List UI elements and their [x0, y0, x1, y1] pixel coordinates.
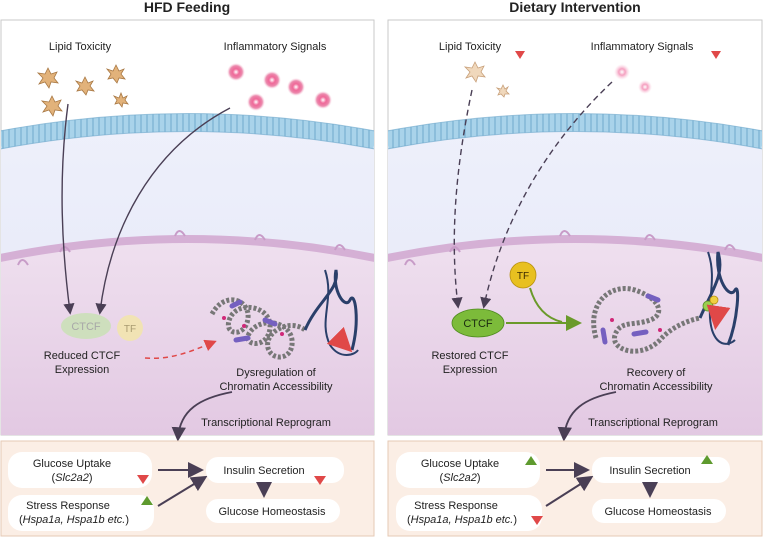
lipid-to-ctcf-arrow	[61, 103, 75, 315]
glucose-uptake-right: Glucose Uptake	[421, 458, 499, 470]
stress-to-insulin-left	[157, 475, 208, 507]
lipid-particle	[495, 84, 510, 98]
ctcf-caption-left-1: Reduced CTCF	[44, 350, 121, 362]
left-inflammatory-signals	[227, 63, 332, 111]
stress-right: Stress Response	[414, 500, 498, 512]
left-lipid-label: Lipid Toxicity	[49, 41, 112, 53]
chromatin-dysregulated	[209, 269, 359, 360]
lipid-to-ctcf-arrow-right	[451, 89, 473, 309]
left-cell-membrane	[1, 113, 374, 149]
reprogram-arrow-right	[557, 391, 617, 442]
inflammatory-signal	[227, 63, 245, 81]
tf-right	[509, 261, 537, 289]
ctcf-label-left: CTCF	[71, 321, 101, 333]
ctcf-restored	[451, 308, 505, 338]
dna-helix	[698, 251, 740, 346]
right-inflammatory-signals	[614, 64, 652, 94]
inflammatory-signal	[247, 93, 265, 111]
stress-pill-right	[396, 495, 542, 531]
tf-label-right: TF	[517, 271, 529, 282]
bound-factor-yellow	[709, 295, 719, 305]
tf-arrow-curve	[529, 287, 563, 323]
right-nucleus	[388, 239, 762, 435]
stress-to-insulin-right	[545, 475, 594, 507]
insulin-right: Insulin Secretion	[609, 465, 690, 477]
stress-pill-left	[8, 495, 154, 531]
slc-left: (Slc2a2)	[52, 472, 93, 484]
slc-right: (Slc2a2)	[440, 472, 481, 484]
lipid-particle	[36, 67, 59, 89]
dna-helix	[303, 269, 358, 351]
ctcf-caption-right-2: Expression	[443, 364, 497, 376]
left-nuclear-envelope	[1, 235, 374, 262]
right-lipid-particles	[463, 61, 510, 98]
reprogram-label-left: Transcriptional Reprogram	[201, 417, 331, 429]
left-nucleus	[1, 239, 374, 435]
lipid-particle	[74, 76, 95, 96]
inflammatory-signal	[263, 71, 281, 89]
chromatin-caption-left-2: Chromatin Accessibility	[219, 381, 333, 393]
lipid-particle	[112, 91, 129, 108]
reprogram-arrow-left	[171, 391, 233, 442]
insulin-pill-left	[206, 457, 344, 483]
ctcf-to-chromatin-arrow-left	[144, 339, 217, 360]
inflam-to-ctcf-arrow	[95, 107, 231, 315]
hspa-right: (Hspa1a, Hspa1b etc.)	[407, 514, 517, 526]
insulin-pill-right	[592, 457, 730, 483]
homeostasis-right: Glucose Homeostasis	[605, 506, 712, 518]
homeostasis-pill-left	[206, 499, 340, 523]
stress-left: Stress Response	[26, 500, 110, 512]
left-outcome-box: Glucose Uptake (Slc2a2) Stress Response …	[0, 440, 375, 537]
right-nuclear-envelope	[388, 235, 762, 262]
ctcf-caption-right-1: Restored CTCF	[431, 350, 508, 362]
right-inflam-label: Inflammatory Signals	[591, 41, 694, 53]
left-title: HFD Feeding	[144, 0, 230, 15]
lipid-particle	[463, 61, 486, 83]
ctcf-reduced	[61, 313, 111, 339]
right-panel: Dietary Intervention Lipid Toxicity Infl…	[387, 0, 763, 442]
chromatin-caption-right-1: Recovery of	[627, 367, 687, 379]
chromatin-caption-right-2: Chromatin Accessibility	[599, 381, 713, 393]
left-inflam-label: Inflammatory Signals	[224, 41, 327, 53]
glucose-uptake-left: Glucose Uptake	[33, 458, 111, 470]
right-cell-membrane	[388, 113, 762, 149]
inflammatory-signal	[314, 91, 332, 109]
chromatin-fiber	[209, 297, 307, 360]
chromatin-fiber	[591, 286, 701, 354]
chromatin-caption-left-1: Dysregulation of	[236, 367, 316, 379]
homeostasis-left: Glucose Homeostasis	[219, 506, 326, 518]
left-lipid-particles	[36, 64, 129, 117]
tf-left	[117, 315, 143, 341]
reprogram-label-right: Transcriptional Reprogram	[588, 417, 718, 429]
lipid-particle	[105, 64, 126, 84]
homeostasis-pill-right	[592, 499, 726, 523]
glucose-uptake-pill-right	[396, 452, 540, 488]
insulin-left: Insulin Secretion	[223, 465, 304, 477]
inflammatory-signal	[287, 78, 305, 96]
inflammatory-signal	[614, 64, 630, 80]
glucose-uptake-pill-left	[8, 452, 152, 488]
ctcf-label-right: CTCF	[463, 318, 493, 330]
chromatin-recovered	[591, 251, 740, 354]
right-lipid-label: Lipid Toxicity	[439, 41, 502, 53]
right-title: Dietary Intervention	[509, 0, 640, 15]
hspa-left: (Hspa1a, Hspa1b etc.)	[19, 514, 129, 526]
lipid-particle	[40, 95, 63, 117]
left-panel: HFD Feeding Lipid Toxicity Inflammatory …	[0, 0, 375, 442]
right-outcome-box: Glucose Uptake (Slc2a2) Stress Response …	[387, 440, 763, 537]
inflammatory-signal	[638, 80, 652, 94]
tf-label-left: TF	[124, 324, 136, 335]
inflam-to-ctcf-arrow-right	[480, 81, 613, 309]
ctcf-caption-left-2: Expression	[55, 364, 109, 376]
